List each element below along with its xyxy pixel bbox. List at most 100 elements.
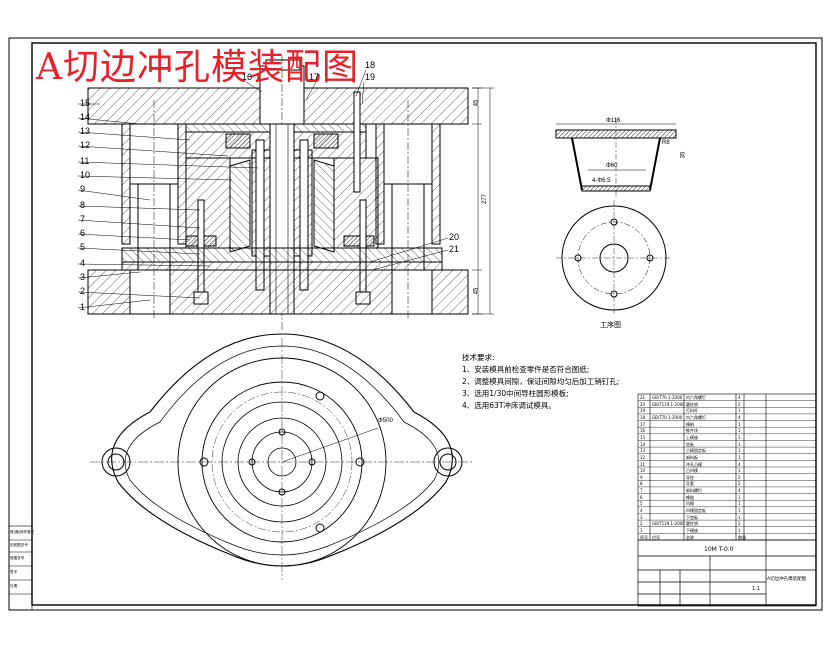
bom-cell: 卸料螺钉: [686, 488, 702, 494]
bom-cell: 1: [738, 527, 741, 533]
bom-cell: GB/T119.1-2000: [652, 521, 685, 527]
technical-notes: 技术要求: 1、安装模具前检查零件是否符合图纸; 2、调整模具间隙，保证间隙均匀…: [462, 352, 619, 412]
bom-cell: 打料杆: [686, 408, 698, 414]
bom-cell: 1: [738, 501, 741, 507]
bom-cell: 内六角螺钉: [686, 415, 706, 421]
bom-cell: 垫板: [686, 441, 694, 447]
note-item: 1、安装模具前检查零件是否符合图纸;: [462, 365, 590, 374]
bom-cell: 2: [640, 521, 643, 527]
bom-cell: 2: [738, 481, 741, 487]
bom-cell: 4: [640, 508, 643, 514]
callout-9: 9: [80, 184, 86, 194]
dim-workpiece-width: Φ116: [606, 118, 621, 124]
bom-header-cell: 名称: [686, 534, 694, 540]
dim-upper-plate: 45: [473, 99, 480, 107]
bom-cell: 上模座: [686, 435, 698, 441]
bom-cell: 推件块: [686, 428, 698, 434]
bom-cell: GB/T70.1-2000: [652, 415, 683, 421]
bom-cell: 1: [738, 428, 741, 434]
callout-13: 13: [80, 126, 91, 136]
bom-cell: 凸凹模: [686, 468, 698, 474]
bom-header-cell: 序号: [640, 534, 648, 540]
bom-cell: 8: [640, 481, 643, 487]
bom-cell: 1: [738, 514, 741, 520]
callout-3: 3: [80, 272, 86, 282]
bom-cell: 11: [640, 461, 646, 467]
bom-cell: 15: [640, 435, 646, 441]
bom-cell: 16: [640, 428, 646, 434]
stamp-row-label: 借(通)用件登记: [10, 530, 35, 534]
callout-16: 16: [242, 72, 253, 82]
bom-cell: 4: [738, 461, 741, 467]
note-item: 4、选用63T冲床调试模具。: [462, 401, 556, 410]
dim-phi-large: Φ500: [378, 418, 393, 424]
stamp-row-label: 底图总号: [10, 556, 25, 560]
dim-workpiece-holes: 4-Φ6.5: [592, 178, 611, 184]
bom-cell: 凹模固定板: [686, 508, 706, 514]
dim-workpiece-inner: Φ60: [606, 163, 618, 169]
bom-cell: 3: [640, 514, 643, 520]
bom-cell: 下垫板: [686, 514, 698, 520]
bom-cell: 4: [738, 395, 741, 401]
bom-cell: 模柄: [686, 421, 694, 427]
callout-12: 12: [80, 140, 91, 150]
dim-workpiece-r: R8: [662, 140, 670, 146]
callout-14: 14: [80, 112, 91, 122]
callout-21: 21: [449, 244, 460, 254]
note-item: 3、选用1/30中间导柱圆形模板;: [462, 389, 569, 398]
bom-cell: 1: [738, 454, 741, 460]
bom-cell: 圆柱销: [686, 401, 698, 407]
bom-cell: 导套: [686, 481, 694, 487]
bom-cell: 19: [640, 408, 646, 414]
bom-cell: 4: [738, 488, 741, 494]
bom-cell: 2: [738, 401, 741, 407]
inner-frame: [31, 42, 817, 606]
bom-cell: 1: [738, 441, 741, 447]
stamp-row-label: 签字: [10, 570, 18, 574]
stamp-row-label: 旧底图总号: [10, 543, 28, 547]
bom-cell: 1: [738, 468, 741, 474]
bom-cell: 导柱: [686, 474, 694, 480]
bom-cell: GB/T119.1-2000: [652, 401, 685, 407]
drawing-name: A切边冲孔模装配图: [767, 577, 807, 582]
drawing-title: A切边冲孔模装配图: [36, 47, 359, 88]
bom-cell: 12: [640, 454, 646, 460]
bom-cell: 圆柱销: [686, 521, 698, 527]
bom-cell: 下模座: [686, 527, 698, 533]
dim-lower-plate: 45: [473, 287, 480, 295]
bom-cell: 18: [640, 415, 646, 421]
bom-cell: 2: [738, 521, 741, 527]
bom-cell: 内六角螺钉: [686, 395, 706, 401]
note-item: 2、调整模具间隙，保证间隙均匀后加工销钉孔;: [462, 377, 620, 386]
callout-18: 18: [365, 60, 376, 70]
stamp-row-label: 日期: [10, 584, 18, 588]
bom-cell: 13: [640, 448, 646, 454]
workpiece-view: [555, 118, 677, 316]
bom-cell: 1: [738, 448, 741, 454]
bom-cell: 冲孔凸模: [686, 461, 702, 467]
callout-20: 20: [449, 232, 460, 242]
bom-cell: 7: [640, 488, 643, 494]
bom-cell: 1: [738, 408, 741, 414]
bom-cell: 2: [738, 474, 741, 480]
dim-workpiece-h: 35: [680, 151, 687, 159]
bom-cell: 1: [738, 494, 741, 500]
callout-5: 5: [80, 242, 86, 252]
section-view: [77, 56, 494, 330]
callout-7: 7: [80, 214, 86, 224]
bom-cell: GB/T70.1-2000: [652, 395, 683, 401]
bom-cell: 21: [640, 395, 646, 401]
bom-cell: 6: [640, 494, 643, 500]
callout-1: 1: [80, 302, 86, 312]
bom-cell: 9: [640, 474, 643, 480]
callout-8: 8: [80, 200, 86, 210]
left-stamp-column: [8, 525, 33, 611]
bom-cell: 5: [640, 501, 643, 507]
bom-cell: 1: [640, 527, 643, 533]
bom-cell: 10: [640, 468, 646, 474]
bom-cell: 1: [738, 508, 741, 514]
bom-cell: 17: [640, 421, 646, 427]
dim-height-total: 277: [482, 193, 489, 205]
bom-cell: 1: [738, 435, 741, 441]
